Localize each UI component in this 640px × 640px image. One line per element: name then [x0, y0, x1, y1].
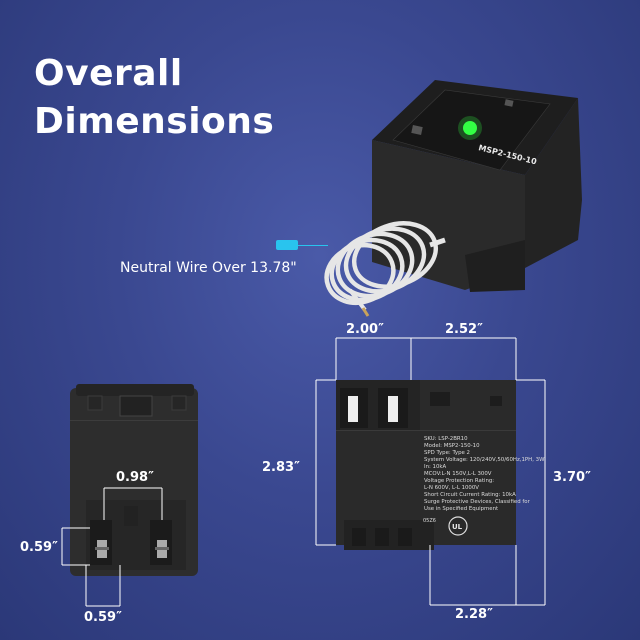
neutral-wire-coil-icon — [324, 221, 439, 306]
title-line-1: Overall — [34, 53, 183, 94]
svg-text:UL: UL — [452, 523, 463, 531]
svg-text:Use in Specified Equipment: Use in Specified Equipment — [424, 506, 498, 512]
svg-text:Model: MSP2-150-10: Model: MSP2-150-10 — [424, 443, 480, 449]
dim-bottom-width: 2.28″ — [455, 607, 493, 622]
svg-text:05Z6: 05Z6 — [423, 518, 436, 524]
ul-mark-icon — [448, 516, 468, 536]
dim-top-left-width: 2.00″ — [346, 322, 384, 337]
neutral-wire-label: Neutral Wire Over 13.78" — [120, 260, 297, 276]
dim-left-height: 2.83″ — [262, 460, 300, 475]
dimension-lines — [61, 337, 546, 607]
title-line-2: Dimensions — [34, 101, 275, 142]
svg-text:MCOV:L-N 150V,L-L 300V: MCOV:L-N 150V,L-L 300V — [424, 471, 492, 477]
dim-right-height: 3.70″ — [553, 470, 591, 485]
wire-callout-line — [298, 245, 328, 246]
status-led-icon — [463, 121, 477, 135]
side-view-device: SKU: LSP-2BR10 Model: MSP2-150-10 SPD Ty… — [336, 380, 545, 550]
svg-text:Short Circuit Current Rating:: Short Circuit Current Rating: 10kA — [424, 492, 516, 498]
svg-text:L-N 600V, L-L 1000V: L-N 600V, L-L 1000V — [424, 485, 479, 491]
dim-terminal-height: 0.59″ — [20, 540, 58, 555]
top-device: MSP2-150-10 — [324, 80, 582, 317]
svg-text:Voltage Protection Rating:: Voltage Protection Rating: — [424, 478, 494, 484]
svg-text:SKU: LSP-2BR10: SKU: LSP-2BR10 — [424, 436, 468, 442]
page-title: Overall Dimensions — [34, 50, 274, 146]
svg-text:Surge Protective Devices, Clas: Surge Protective Devices, Classified for — [424, 499, 531, 505]
device-side-label: SKU: LSP-2BR10 Model: MSP2-150-10 SPD Ty… — [423, 436, 545, 524]
svg-text:In: 10kA: In: 10kA — [424, 464, 447, 470]
dim-terminal-width: 0.59″ — [84, 610, 122, 625]
svg-text:System Voltage: 120/240V,50/60: System Voltage: 120/240V,50/60Hz,1PH, 3W — [424, 457, 545, 463]
wire-callout-marker — [276, 240, 298, 250]
dim-top-right-width: 2.52″ — [445, 322, 483, 337]
dim-terminal-spacing: 0.98″ — [116, 470, 154, 485]
svg-text:SPD Type: Type 2: SPD Type: Type 2 — [424, 450, 470, 456]
front-view-device — [70, 384, 198, 576]
